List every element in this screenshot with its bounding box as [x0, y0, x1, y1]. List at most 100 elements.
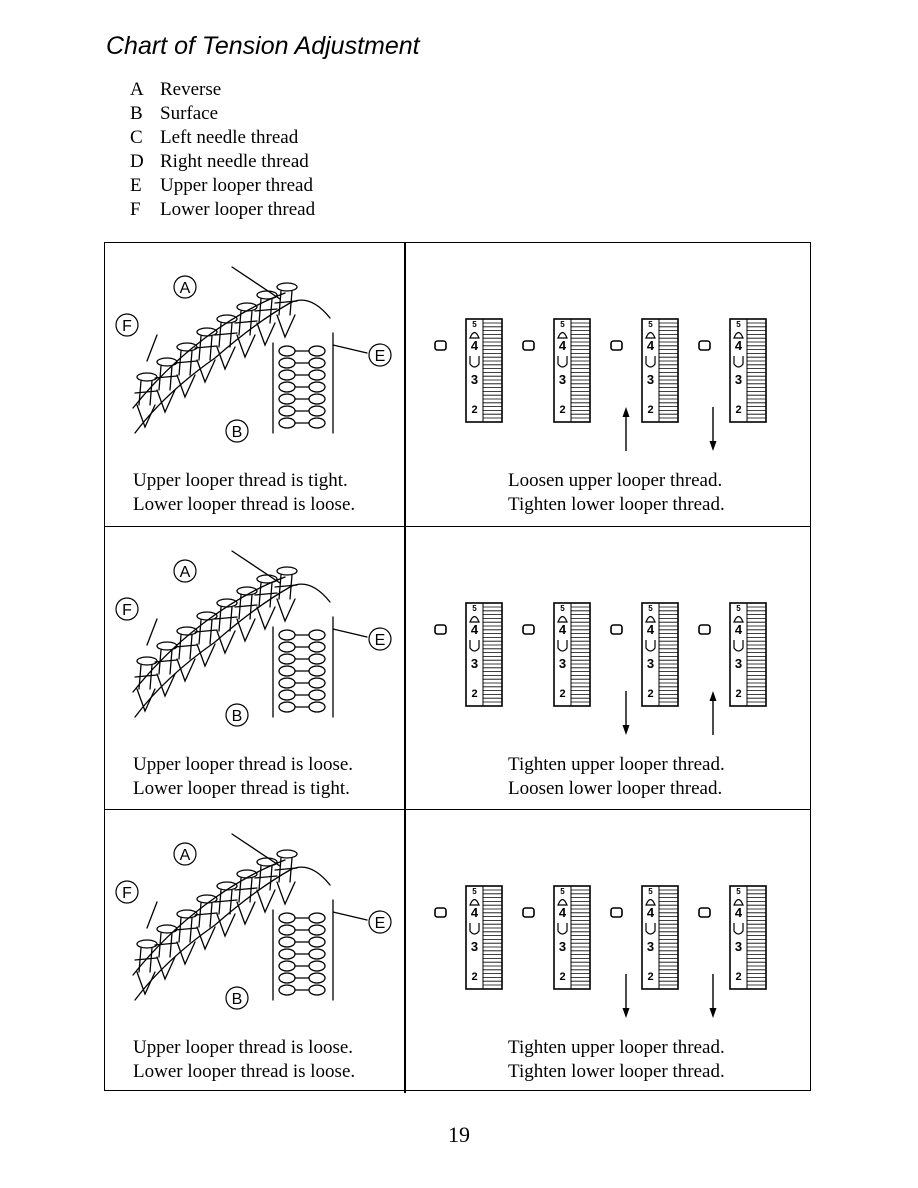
thread-line [174, 360, 198, 364]
loop-stitch [308, 629, 326, 641]
dial-number: 2 [735, 971, 741, 983]
loop-stitch [308, 653, 326, 665]
condition-text: Upper looper thread is loose. Lower loop… [133, 1036, 355, 1084]
legend-item: C Left needle thread [130, 126, 315, 150]
thread-line [254, 592, 278, 596]
leader-line [332, 911, 368, 921]
dial-symbol-thick-icon [645, 615, 656, 623]
leader-line [332, 344, 368, 354]
thread-line [136, 971, 156, 996]
leader-line [231, 833, 281, 867]
dial-body [465, 602, 503, 707]
thread-line [154, 942, 178, 946]
loop-stitch [308, 948, 326, 960]
loop-stitch [176, 909, 198, 919]
arrow-head-icon [709, 691, 717, 701]
loop-stitch [278, 665, 296, 677]
loop-stitch [136, 372, 158, 382]
marker-lower-looper: F [122, 318, 132, 335]
leader-line [231, 550, 281, 584]
dial-number: 5 [472, 604, 477, 613]
loop-stitch [156, 357, 178, 367]
thread-line [234, 320, 258, 324]
marker-reverse-circle [173, 559, 197, 583]
serged-seam-drawing [132, 833, 368, 1001]
loop-stitch [278, 393, 296, 405]
legend-key: E [130, 175, 142, 196]
dial-number: 4 [647, 622, 655, 637]
serged-seam-drawing [132, 550, 368, 718]
dial-symbol-thick-icon [469, 898, 480, 906]
dial-indicator-mark [434, 907, 447, 918]
thread-line [236, 901, 256, 926]
condition-text: Upper looper thread is tight. Lower loop… [133, 469, 355, 517]
thread-line [194, 912, 218, 916]
marker-upper-looper: E [375, 348, 386, 365]
adjustment-line: Tighten lower looper thread. [508, 494, 725, 515]
dial-symbol-thin-icon [645, 356, 656, 368]
legend-key: D [130, 151, 144, 172]
dial-number: 3 [471, 372, 478, 387]
thread-line [254, 308, 278, 312]
fabric-edge-lower [134, 866, 331, 1001]
thread-line [229, 606, 233, 632]
thread-line [236, 618, 256, 643]
loop-stitch [308, 393, 326, 405]
dial-number: 3 [735, 939, 742, 954]
dial-number: 3 [647, 656, 654, 671]
thread-line [169, 365, 173, 391]
loop-stitch [308, 924, 326, 936]
thread-line [154, 659, 178, 663]
thread-line [234, 604, 258, 608]
dial-symbol-thick-icon [645, 898, 656, 906]
thread-line [249, 594, 253, 620]
condition-line: Lower looper thread is loose. [133, 1061, 356, 1082]
column-divider [404, 527, 406, 810]
loop-stitch [136, 656, 158, 666]
loop-stitch [278, 369, 296, 381]
loop-stitch [216, 598, 238, 608]
dial-number: 4 [559, 622, 567, 637]
adjustment-line: Tighten upper looper thread. [508, 754, 725, 775]
leader-line [332, 628, 368, 638]
page-number: 19 [448, 1122, 470, 1147]
dial-indicator-mark [610, 340, 623, 351]
dial-number: 2 [735, 404, 741, 416]
marker-surface-circle [225, 986, 249, 1010]
thread-line [176, 941, 196, 966]
legend-key: C [130, 127, 143, 148]
dial-number: 2 [471, 404, 477, 416]
loop-stitch [196, 611, 218, 621]
thread-line [176, 374, 196, 399]
dial-number: 2 [471, 688, 477, 700]
dial-number: 5 [736, 604, 741, 613]
marker-upper-looper: E [375, 915, 386, 932]
adjustment-line: Loosen upper looper thread. [508, 470, 723, 491]
loop-stitch [236, 586, 258, 596]
thread-line [209, 902, 213, 928]
loop-stitch [278, 984, 296, 996]
dial-number: 4 [735, 338, 743, 353]
loop-stitch [308, 677, 326, 689]
dial-number: 5 [648, 887, 653, 896]
thread-line [196, 643, 216, 668]
thread-line [236, 334, 256, 359]
loop-stitch [278, 689, 296, 701]
thread-line [216, 630, 236, 655]
arrow-head-icon [709, 1008, 717, 1018]
loop-stitch [176, 342, 198, 352]
leader-line [146, 618, 158, 646]
dial-number: 4 [647, 338, 655, 353]
dial-symbol-thin-icon [733, 356, 744, 368]
page-title: Chart of Tension Adjustment [106, 32, 420, 60]
legend-label: Left needle thread [160, 127, 299, 148]
